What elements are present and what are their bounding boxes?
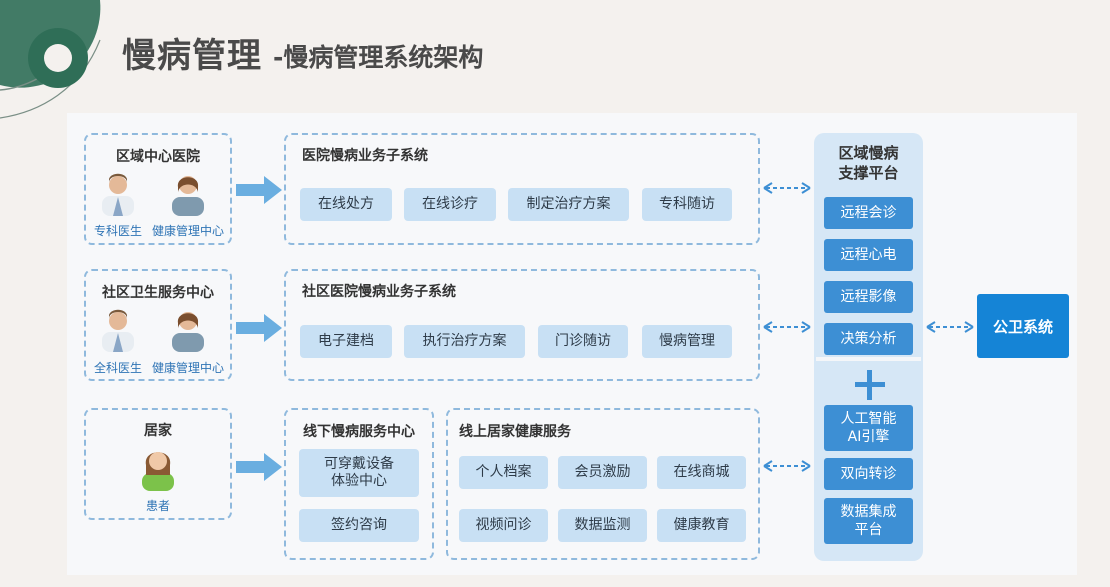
home-title: 居家 xyxy=(144,423,172,439)
health-education-item[interactable]: 健康教育 xyxy=(657,509,746,542)
hospital-subsystem-box xyxy=(284,133,760,245)
wearable-experience-item[interactable]: 可穿戴设备 体验中心 xyxy=(299,449,419,497)
plus-icon xyxy=(855,370,885,400)
treatment-plan-item[interactable]: 制定治疗方案 xyxy=(508,188,629,221)
health-manager-icon xyxy=(172,312,204,352)
member-incentive-item[interactable]: 会员激励 xyxy=(558,456,647,489)
offline-center-title: 线下慢病服务中心 xyxy=(303,424,415,440)
bidirectional-arrow-icon xyxy=(763,321,811,333)
community-center-box xyxy=(84,269,232,381)
online-service-title: 线上居家健康服务 xyxy=(459,424,571,440)
specialist-followup-item[interactable]: 专科随访 xyxy=(642,188,732,221)
bidirectional-arrow-icon xyxy=(926,321,974,333)
remote-ecg-button[interactable]: 远程心电 xyxy=(824,239,913,271)
online-mall-item[interactable]: 在线商城 xyxy=(657,456,746,489)
execute-treatment-item[interactable]: 执行治疗方案 xyxy=(404,325,525,358)
column-divider xyxy=(816,357,921,361)
hospital-subsystem-title: 医院慢病业务子系统 xyxy=(302,148,428,164)
chronic-management-item[interactable]: 慢病管理 xyxy=(642,325,732,358)
offline-center-box xyxy=(284,408,434,560)
bidirectional-arrow-icon xyxy=(763,460,811,472)
online-diagnosis-item[interactable]: 在线诊疗 xyxy=(404,188,496,221)
health-center-label: 健康管理中心 xyxy=(151,224,224,238)
specialist-doctor-label: 专科医生 xyxy=(93,224,142,238)
page-subtitle: -慢病管理系统架构 xyxy=(273,43,484,72)
patient-icon xyxy=(142,452,174,491)
online-prescription-item[interactable]: 在线处方 xyxy=(300,188,392,221)
decision-analysis-button[interactable]: 决策分析 xyxy=(824,323,913,355)
regional-hospital-title: 区域中心医院 xyxy=(116,149,200,165)
electronic-records-item[interactable]: 电子建档 xyxy=(300,325,392,358)
community-center-title: 社区卫生服务中心 xyxy=(102,285,214,301)
right-arrow-icon xyxy=(236,453,282,481)
bidirectional-arrow-icon xyxy=(763,182,811,194)
community-subsystem-box xyxy=(284,269,760,381)
public-health-system-button[interactable]: 公卫系统 xyxy=(977,294,1069,358)
patient-label: 患者 xyxy=(145,499,170,513)
general-doctor-label: 全科医生 xyxy=(93,361,142,375)
decorative-ring-logo xyxy=(0,0,101,119)
doctor-icon xyxy=(102,309,134,352)
home-box xyxy=(84,408,232,520)
clinic-followup-item[interactable]: 门诊随访 xyxy=(538,325,628,358)
health-center-label: 健康管理中心 xyxy=(151,361,224,375)
contract-consult-item[interactable]: 签约咨询 xyxy=(299,509,419,542)
ai-engine-button[interactable]: 人工智能 AI引擎 xyxy=(824,405,913,451)
support-platform-title: 区域慢病 支撑平台 xyxy=(838,144,899,183)
remote-consultation-button[interactable]: 远程会诊 xyxy=(824,197,913,229)
remote-imaging-button[interactable]: 远程影像 xyxy=(824,281,913,313)
doctor-icon xyxy=(102,173,134,216)
community-subsystem-title: 社区医院慢病业务子系统 xyxy=(302,284,456,300)
data-monitor-item[interactable]: 数据监测 xyxy=(558,509,647,542)
two-way-referral-button[interactable]: 双向转诊 xyxy=(824,458,913,490)
right-arrow-icon xyxy=(236,176,282,204)
personal-file-item[interactable]: 个人档案 xyxy=(459,456,548,489)
regional-hospital-box xyxy=(84,133,232,245)
health-manager-icon xyxy=(172,176,204,216)
page-title: 慢病管理 xyxy=(122,36,262,76)
online-service-box xyxy=(446,408,760,560)
video-consult-item[interactable]: 视频问诊 xyxy=(459,509,548,542)
right-arrow-icon xyxy=(236,314,282,342)
data-integration-button[interactable]: 数据集成 平台 xyxy=(824,498,913,544)
